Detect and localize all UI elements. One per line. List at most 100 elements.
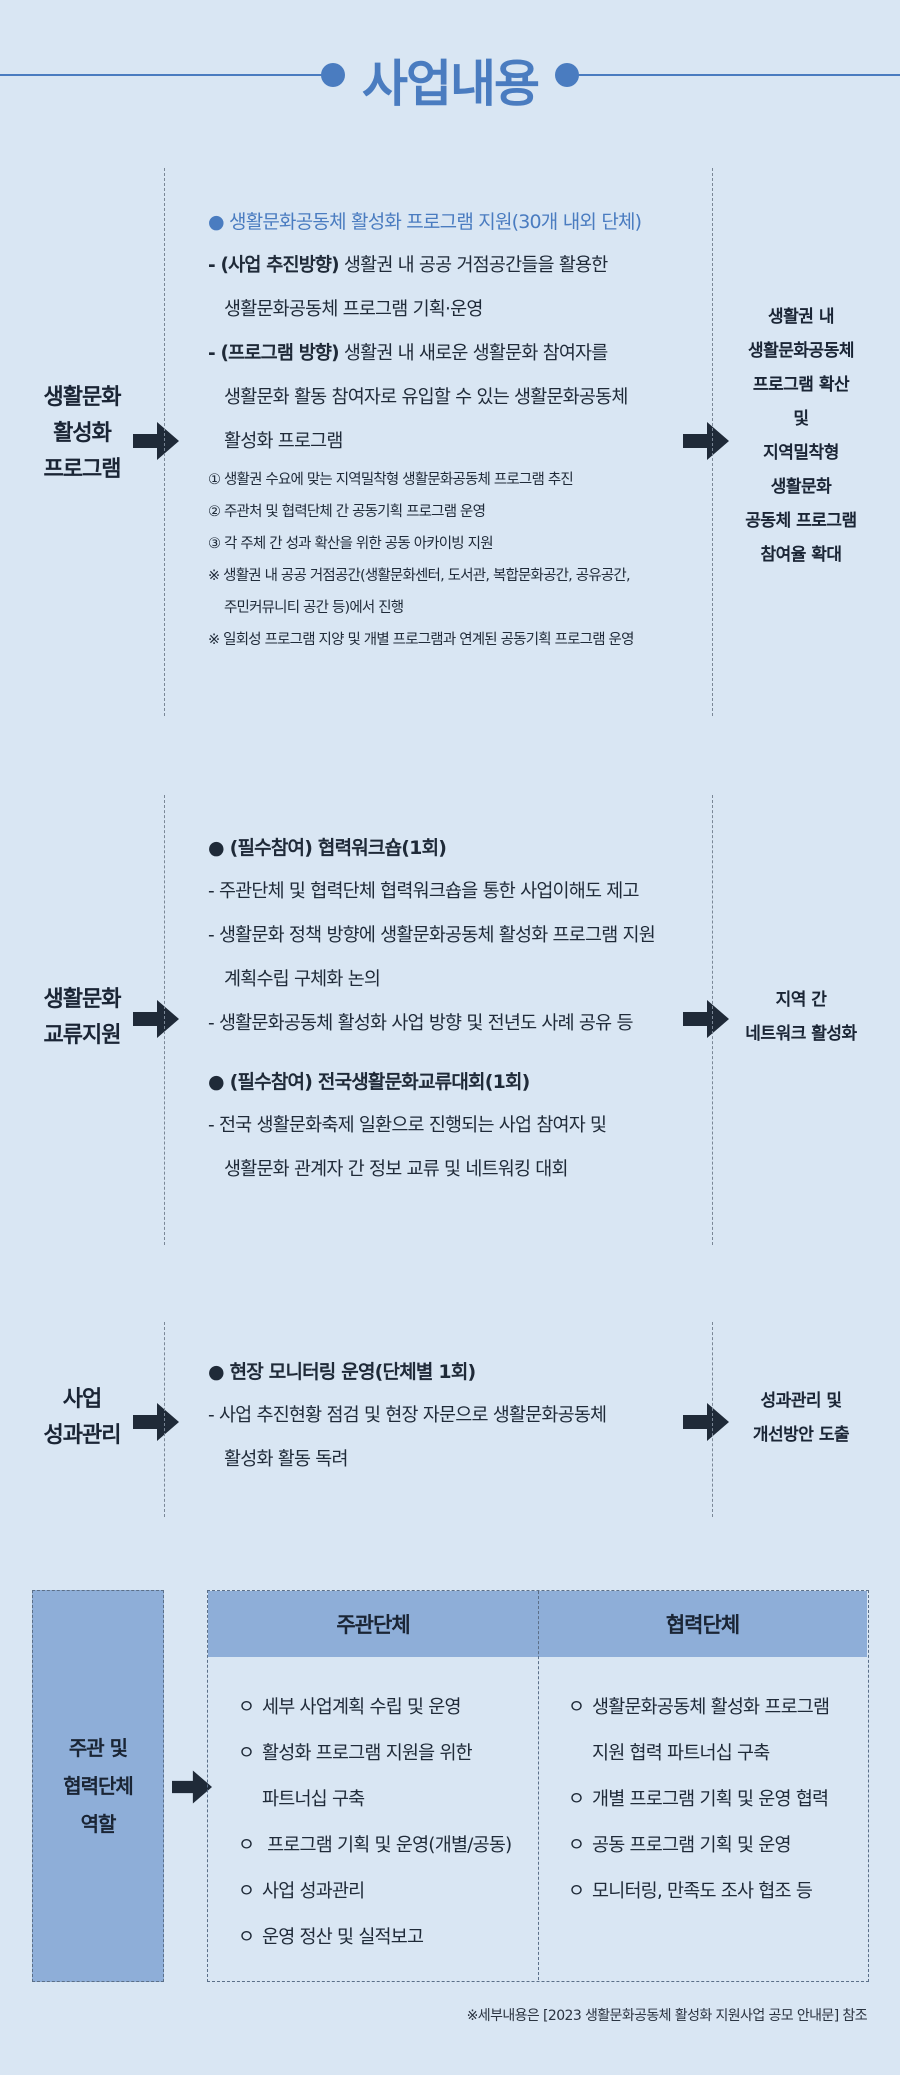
section-outcome: 생활권 내 생활문화공동체 프로그램 확산 및 지역밀착형 생활문화 공동체 프… <box>721 300 881 572</box>
outcome-line: 개선방안 도출 <box>752 1425 850 1445</box>
section-heading: ● 생활문화공동체 활성화 프로그램 지원(30개 내외 단체) <box>208 211 642 233</box>
section-header: 사업내용 <box>0 40 900 113</box>
bold-label: - (프로그램 방향) <box>208 343 340 364</box>
footnote: ※세부내용은 [2023 생활문화공동체 활성화 지원사업 공모 안내문] 참조 <box>466 2008 868 2024</box>
bullet-continuation: 생활문화 활동 참여자로 유입할 수 있는 생활문화공동체 <box>224 387 628 408</box>
section-content: ● 생활문화공동체 활성화 프로그램 지원(30개 내외 단체) - (사업 추… <box>208 200 698 656</box>
label-line: 사업 <box>62 1387 102 1412</box>
roles-label-box: 주관 및 협력단체 역할 <box>32 1590 164 1982</box>
bullet-line: - (프로그램 방향) 생활권 내 새로운 생활문화 참여자를 <box>208 332 698 376</box>
outcome-line: 네트워크 활성화 <box>745 1024 857 1044</box>
outcome-line: 성과관리 및 <box>760 1391 842 1411</box>
outcome-line: 지역 간 <box>775 990 827 1010</box>
bullet-icon: ㅇ <box>568 1697 585 1718</box>
roles-label: 주관 및 협력단체 역할 <box>63 1729 134 1843</box>
arrow-right-icon <box>683 1000 729 1038</box>
outcome-line: 프로그램 확산 <box>752 375 850 395</box>
bullet-icon: ㅇ <box>238 1697 255 1718</box>
outcome-line: 공동체 프로그램 <box>745 511 857 531</box>
label-line: 협력단체 <box>63 1774 134 1798</box>
arrow-right-icon <box>683 422 729 460</box>
list-item: ㅇ 모니터링, 만족도 조사 협조 등 <box>568 1869 863 1915</box>
bullet-continuation: 활성화 프로그램 <box>224 431 343 452</box>
section-label: 생활문화 교류지원 <box>22 982 142 1054</box>
list-item: ㅇ 프로그램 기획 및 운영(개별/공동) <box>238 1823 528 1869</box>
bullet-line: - 생활문화 정책 방향에 생활문화공동체 활성화 프로그램 지원 <box>208 925 656 946</box>
outcome-line: 지역밀착형 <box>763 443 839 463</box>
item-text: 모니터링, 만족도 조사 협조 등 <box>592 1881 813 1902</box>
label-line: 성과관리 <box>43 1423 122 1448</box>
label-line: 역할 <box>80 1812 117 1836</box>
section-content: ● (필수참여) 협력워크숍(1회) - 주관단체 및 협력단체 협력워크숍을 … <box>208 826 698 1192</box>
list-item: ㅇ 생활문화공동체 활성화 프로그램 <box>568 1685 863 1731</box>
bullet-icon: ㅇ <box>238 1835 255 1856</box>
outcome-line: 참여율 확대 <box>760 545 842 565</box>
section-content: ● 현장 모니터링 운영(단체별 1회) - 사업 추진현황 점검 및 현장 자… <box>208 1350 698 1482</box>
list-item: ㅇ 세부 사업계획 수립 및 운영 <box>238 1685 528 1731</box>
section-heading: ● 현장 모니터링 운영(단체별 1회) <box>208 1361 476 1383</box>
section-label: 사업 성과관리 <box>22 1382 142 1454</box>
label-line: 교류지원 <box>43 1023 122 1048</box>
arrow-right-icon <box>133 1000 179 1038</box>
note-continuation: 주민커뮤니티 공간 등)에서 진행 <box>224 600 404 616</box>
column-header-partner: 협력단체 <box>538 1591 867 1657</box>
bullet-icon: ㅇ <box>568 1835 585 1856</box>
divider <box>164 795 165 1245</box>
arrow-right-icon <box>683 1403 729 1441</box>
outcome-line: 생활문화공동체 <box>748 341 854 361</box>
item-text: 개별 프로그램 기획 및 운영 협력 <box>592 1789 829 1810</box>
item-text: 사업 성과관리 <box>262 1881 365 1902</box>
label-line: 생활문화 <box>43 385 122 410</box>
list-item: ㅇ 사업 성과관리 <box>238 1869 528 1915</box>
note: ※ 일회성 프로그램 지양 및 개별 프로그램과 연계된 공동기획 프로그램 운… <box>208 632 634 648</box>
numbered-item: ③ 각 주체 간 성과 확산을 위한 공동 아카이빙 지원 <box>208 536 494 552</box>
item-continuation: 지원 협력 파트너십 구축 <box>592 1743 770 1764</box>
note: ※ 생활권 내 공공 거점공간(생활문화센터, 도서관, 복합문화공간, 공유공… <box>208 568 631 584</box>
divider <box>164 168 165 716</box>
bullet-icon: ㅇ <box>568 1881 585 1902</box>
bullet-icon: ㅇ <box>238 1743 255 1764</box>
bullet-line: - 주관단체 및 협력단체 협력워크숍을 통한 사업이해도 제고 <box>208 881 640 902</box>
bullet-line: - 전국 생활문화축제 일환으로 진행되는 사업 참여자 및 <box>208 1115 607 1136</box>
label-line: 활성화 <box>53 421 112 446</box>
outcome-line: 및 <box>793 409 809 429</box>
item-continuation: 파트너십 구축 <box>262 1789 365 1810</box>
bullet-line: - 사업 추진현황 점검 및 현장 자문으로 생활문화공동체 <box>208 1405 607 1426</box>
divider <box>164 1322 165 1517</box>
line-text: 생활권 내 공공 거점공간들을 활용한 <box>338 255 608 276</box>
arrow-right-icon <box>133 422 179 460</box>
section-heading: ● (필수참여) 전국생활문화교류대회(1회) <box>208 1071 530 1093</box>
outcome-line: 생활권 내 <box>768 307 834 327</box>
arrow-right-icon <box>172 1768 212 1806</box>
label-line: 주관 및 <box>68 1736 128 1760</box>
dot-icon <box>321 63 345 87</box>
item-text: 운영 정산 및 실적보고 <box>262 1927 424 1948</box>
section-label: 생활문화 활성화 프로그램 <box>22 380 142 488</box>
bullet-continuation: 계획수립 구체화 논의 <box>224 969 381 990</box>
bold-label: - (사업 추진방향) <box>208 255 340 276</box>
header-line-left <box>0 74 325 76</box>
divider <box>712 1322 713 1517</box>
bullet-icon: ㅇ <box>238 1881 255 1902</box>
section-outcome: 성과관리 및 개선방안 도출 <box>721 1384 881 1452</box>
bullet-continuation: 활성화 활동 독려 <box>224 1449 349 1470</box>
page-title: 사업내용 <box>362 55 540 113</box>
column-header-lead: 주관단체 <box>208 1591 538 1657</box>
outcome-line: 생활문화 <box>770 477 832 497</box>
item-text: 세부 사업계획 수립 및 운영 <box>262 1697 462 1718</box>
label-line: 생활문화 <box>43 987 122 1012</box>
divider <box>712 168 713 716</box>
divider <box>712 795 713 1245</box>
bullet-line: - 생활문화공동체 활성화 사업 방향 및 전년도 사례 공유 등 <box>208 1013 633 1034</box>
numbered-item: ① 생활권 수요에 맞는 지역밀착형 생활문화공동체 프로그램 추진 <box>208 472 574 488</box>
section-outcome: 지역 간 네트워크 활성화 <box>721 983 881 1051</box>
item-text: 생활문화공동체 활성화 프로그램 <box>592 1697 830 1718</box>
label-line: 프로그램 <box>43 457 122 482</box>
